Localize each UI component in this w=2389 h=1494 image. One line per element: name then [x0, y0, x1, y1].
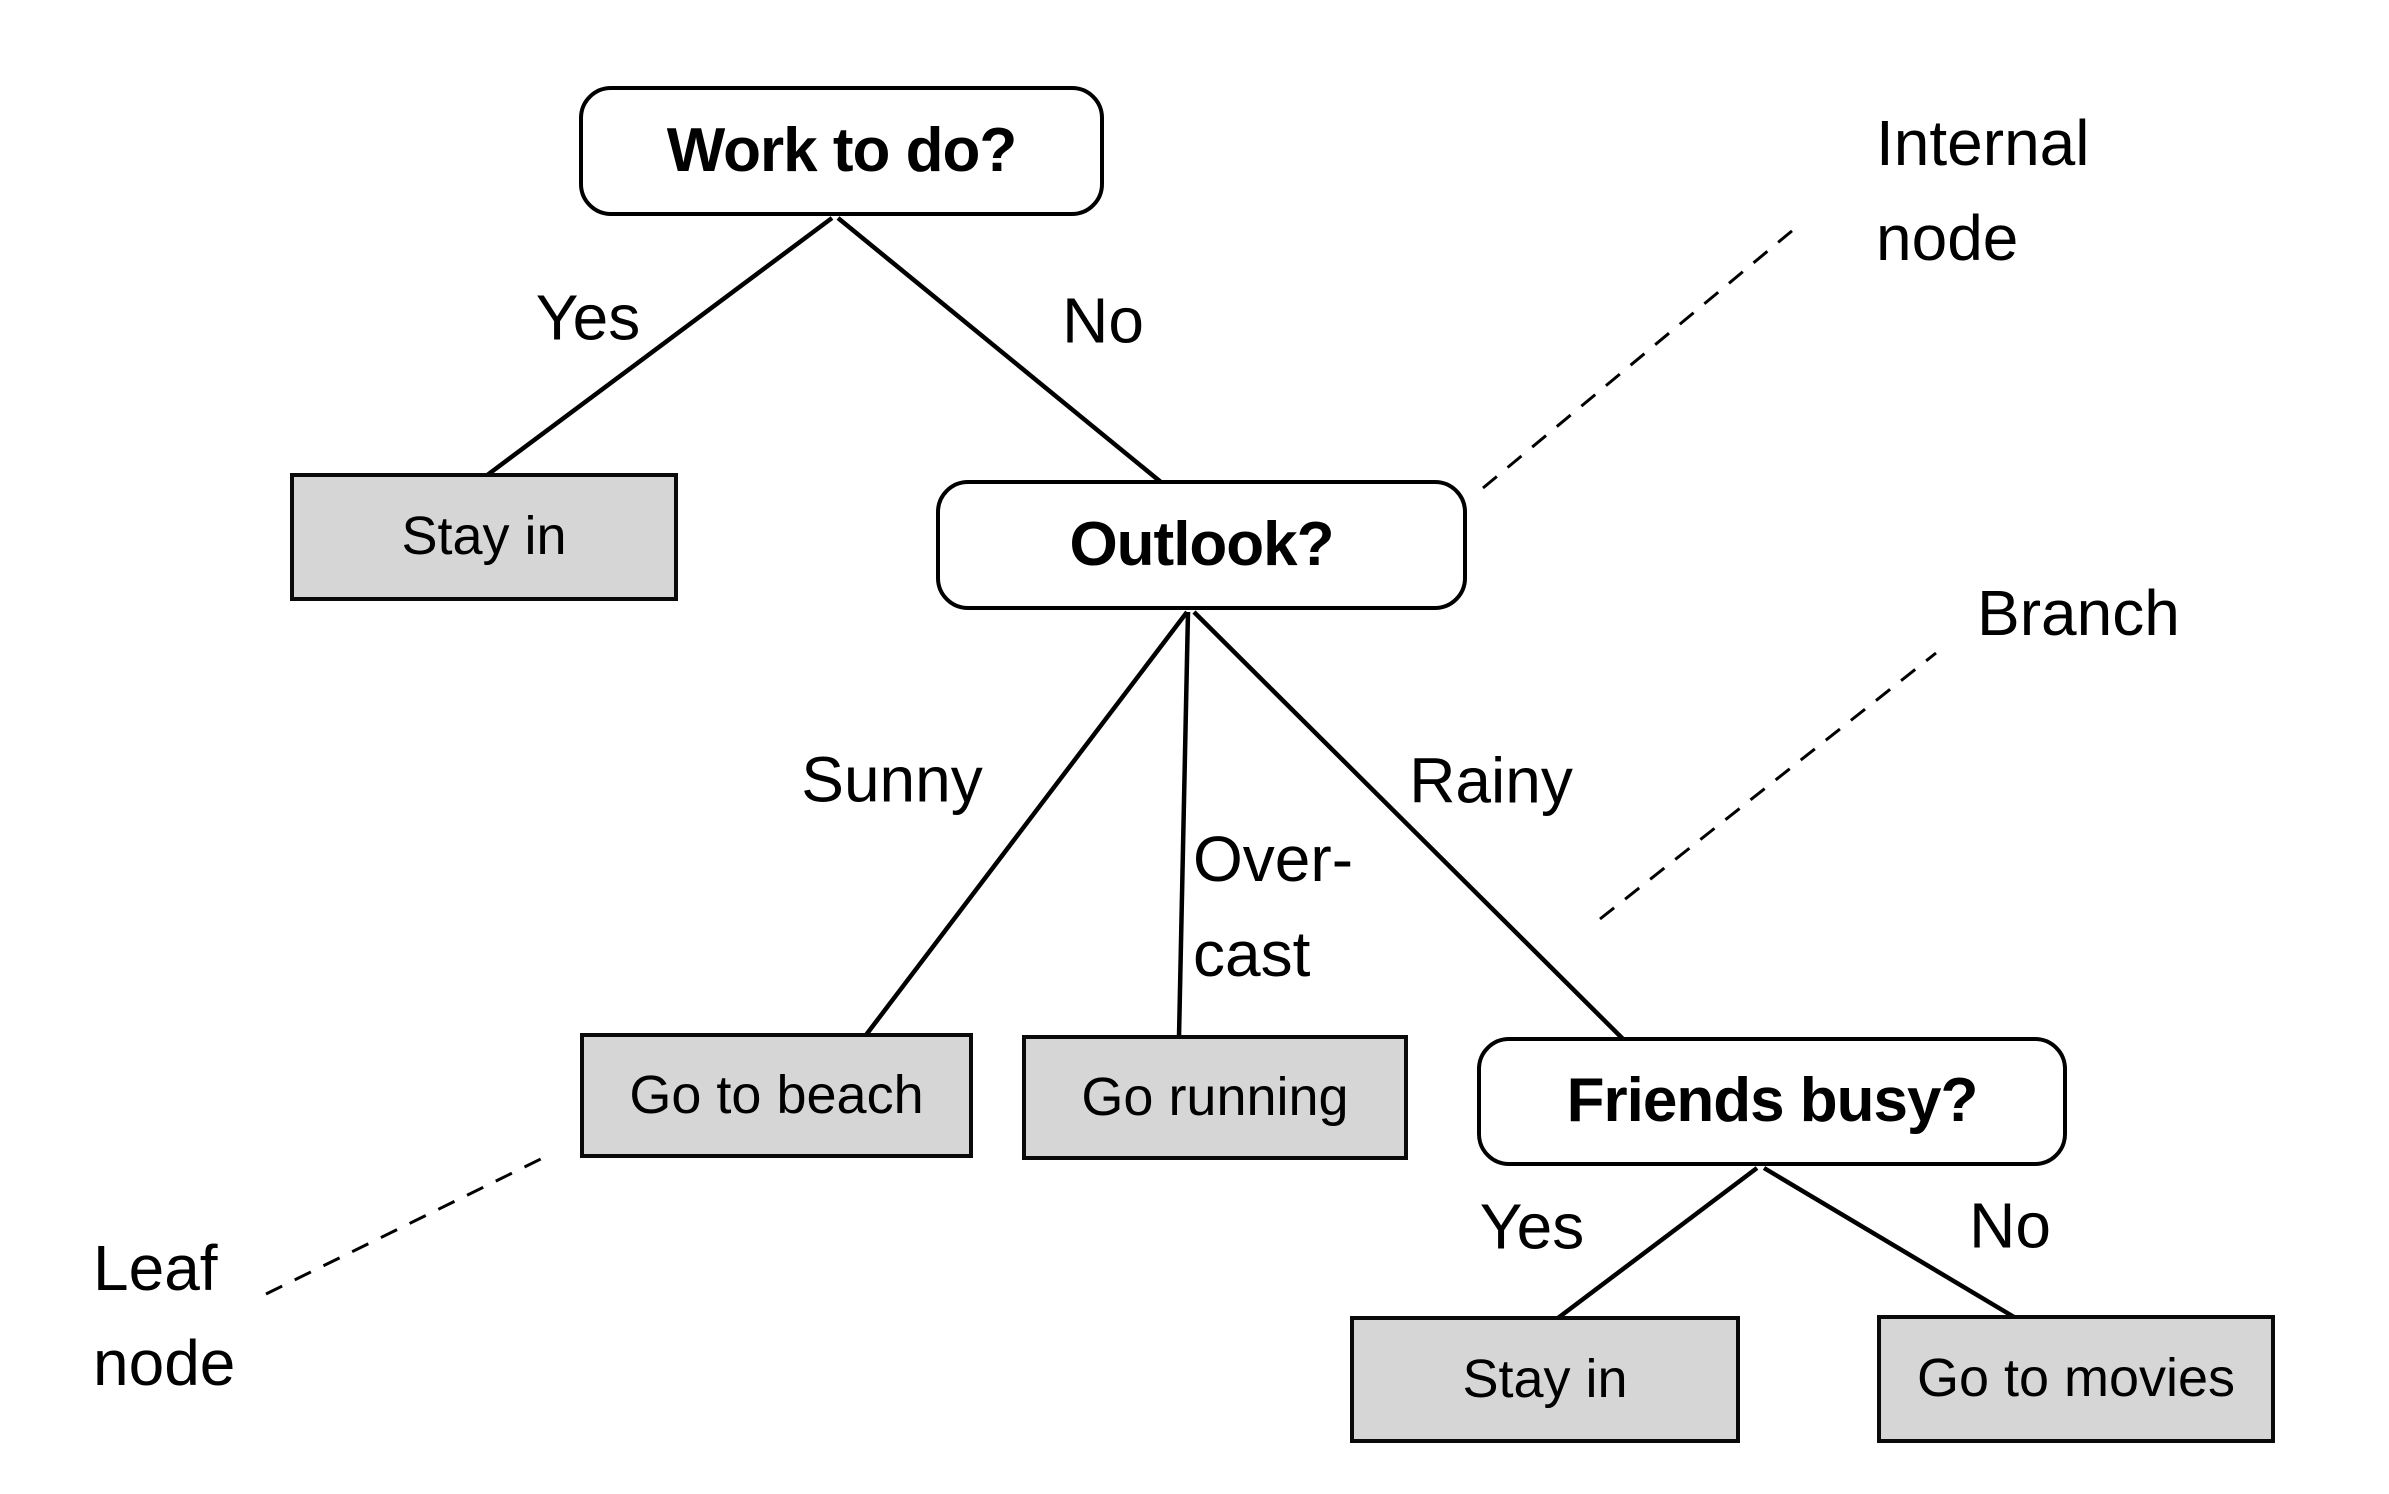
leaf-node-stay-in-right: Stay in [1350, 1316, 1740, 1443]
branch-line-outlook-sunny-beach [864, 610, 1189, 1037]
branch-line-outlook-overcast-running [1176, 611, 1191, 1038]
annotation-leaf-node: Leaf node [93, 1232, 236, 1399]
leaf-node-stay-in-left: Stay in [290, 473, 678, 601]
leaf-node-go-running: Go running [1022, 1035, 1408, 1160]
branch-line-friends-no-movies [1762, 1166, 2016, 1319]
branch-label-friends-no: No [1969, 1189, 2051, 1262]
branch-label-work-yes: Yes [535, 281, 641, 354]
branch-label-work-no: No [1062, 284, 1144, 357]
branch-line-friends-yes-stay-in [1556, 1166, 1759, 1320]
annotation-pointer-internal-node [1482, 228, 1794, 490]
internal-node-work-to-do: Work to do? [579, 86, 1104, 216]
leaf-node-go-to-beach: Go to beach [580, 1033, 973, 1158]
branch-label-outlook-sunny: Sunny [801, 743, 983, 816]
leaf-node-go-to-movies: Go to movies [1877, 1315, 2275, 1443]
branch-line-outlook-rainy-friends [1192, 610, 1626, 1042]
branch-line-work-yes-stay-in [484, 216, 834, 478]
annotation-pointer-leaf-node [265, 1151, 554, 1296]
internal-node-friends-busy: Friends busy? [1477, 1037, 2067, 1166]
annotation-internal-node: Internal node [1876, 107, 2090, 274]
branch-label-outlook-rainy: Rainy [1409, 744, 1573, 817]
annotation-pointer-branch [1599, 651, 1937, 921]
annotation-branch: Branch [1977, 577, 2180, 649]
branch-label-friends-yes: Yes [1479, 1190, 1585, 1263]
branch-label-outlook-overcast: Over- cast [1193, 823, 1353, 990]
internal-node-outlook: Outlook? [936, 480, 1467, 610]
branch-line-work-no-outlook [836, 216, 1164, 485]
